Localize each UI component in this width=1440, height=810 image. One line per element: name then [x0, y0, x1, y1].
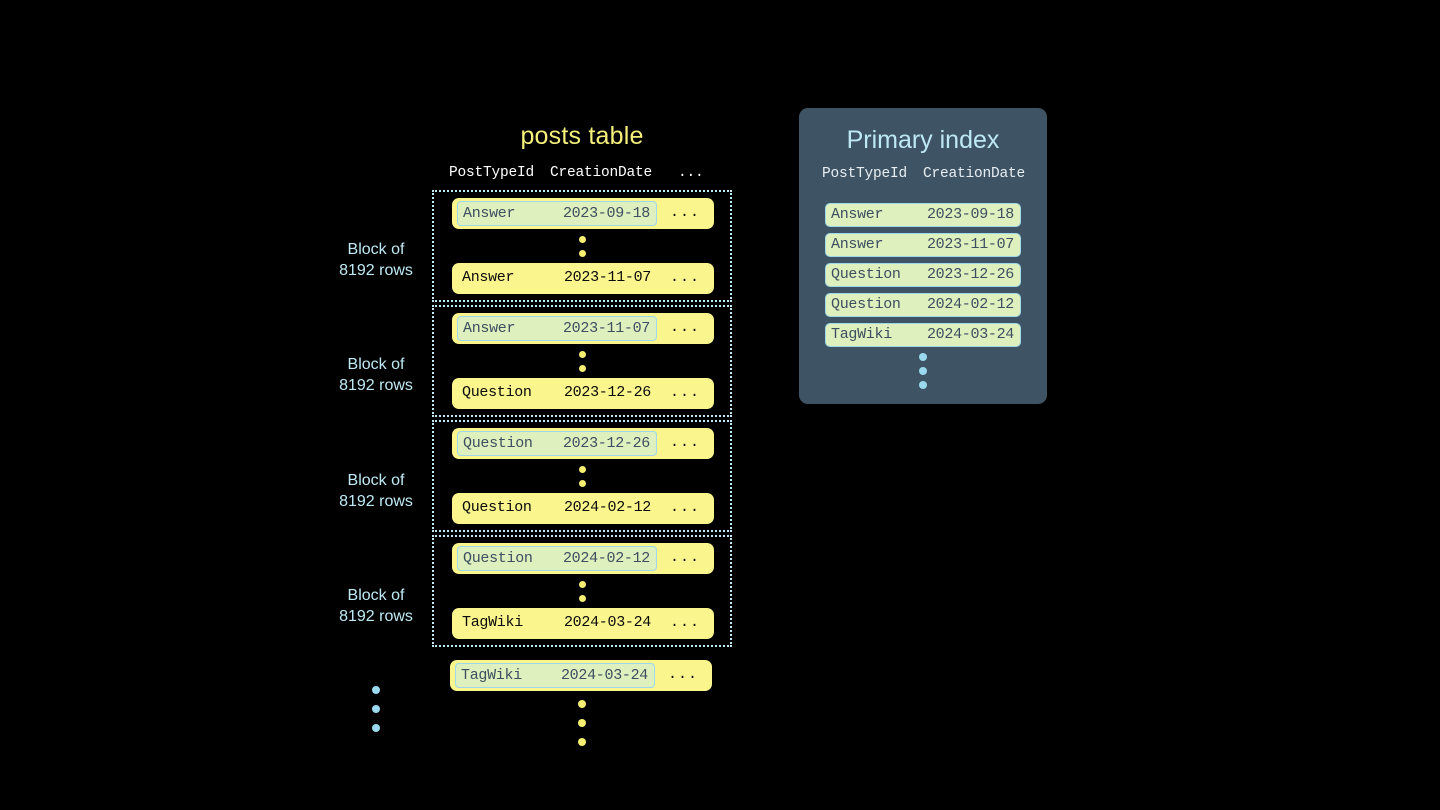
block-3-first-row: Question 2023-12-26 ... — [452, 428, 714, 459]
blocks-vertical-ellipsis-icon — [369, 686, 383, 732]
block-1-first-row: Answer 2023-09-18 ... — [452, 198, 714, 229]
trailing-row: TagWiki 2024-03-24 ... — [450, 660, 712, 691]
primary-index-row-5-posttypeid: TagWiki — [831, 326, 892, 343]
block-label-3-line1: Block of — [347, 472, 405, 489]
posts-table-title: posts table — [520, 122, 644, 150]
primary-index-row-4-creationdate: 2024-02-12 — [926, 296, 1014, 313]
block-1-first-row-mark: Answer 2023-09-18 — [457, 201, 657, 226]
posts-table-blocks: Answer 2023-09-18 ... Answer 2023-11-07 … — [432, 190, 732, 650]
trailing-row-mark: TagWiki 2024-03-24 — [455, 663, 655, 688]
block-4: Question 2024-02-12 ... TagWiki 2024-03-… — [432, 535, 732, 647]
block-label-4-line2: 8192 rows — [339, 608, 413, 625]
block-1: Answer 2023-09-18 ... Answer 2023-11-07 … — [432, 190, 732, 302]
block-label-2-line1: Block of — [347, 356, 405, 373]
block-3-last-row-ellipsis: ... — [670, 499, 701, 516]
primary-index-row-5-creationdate: 2024-03-24 — [926, 326, 1014, 343]
block-2: Answer 2023-11-07 ... Question 2023-12-2… — [432, 305, 732, 417]
block-2-first-row: Answer 2023-11-07 ... — [452, 313, 714, 344]
block-3: Question 2023-12-26 ... Question 2024-02… — [432, 420, 732, 532]
block-4-first-row-ellipsis: ... — [670, 549, 701, 566]
block-4-last-row-creationdate: 2024-03-24 — [563, 614, 651, 631]
block-2-last-row: Question 2023-12-26 ... — [452, 378, 714, 409]
primary-index-row-4-posttypeid: Question — [831, 296, 901, 313]
primary-index-row-3-posttypeid: Question — [831, 266, 901, 283]
block-2-first-row-creationdate: 2023-11-07 — [562, 320, 650, 337]
block-label-4: Block of 8192 rows — [306, 585, 446, 627]
primary-index-row-2-creationdate: 2023-11-07 — [926, 236, 1014, 253]
primary-index-row-2-posttypeid: Answer — [831, 236, 884, 253]
block-2-last-row-posttypeid: Question — [462, 384, 532, 401]
primary-index-row-1-posttypeid: Answer — [831, 206, 884, 223]
block-3-last-row-cells: Question 2024-02-12 — [457, 496, 657, 521]
block-3-first-row-posttypeid: Question — [463, 435, 533, 452]
posts-table-column-headers: PostTypeId CreationDate ... — [432, 165, 732, 185]
primary-index-row: Answer 2023-11-07 — [825, 233, 1021, 257]
primary-index-title: Primary index — [846, 126, 1000, 154]
primary-index-panel: Primary index PostTypeId CreationDate An… — [799, 108, 1047, 404]
trailing-row-creationdate: 2024-03-24 — [560, 667, 648, 684]
primary-index-column-header-creationdate: CreationDate — [923, 166, 1026, 182]
trailing-row-posttypeid: TagWiki — [461, 667, 522, 684]
posts-table-vertical-ellipsis-icon — [575, 700, 589, 746]
block-2-last-row-ellipsis: ... — [670, 384, 701, 401]
block-4-last-row-cells: TagWiki 2024-03-24 — [457, 611, 657, 636]
block-label-2: Block of 8192 rows — [306, 354, 446, 396]
primary-index-column-header-posttypeid: PostTypeId — [822, 166, 908, 182]
block-1-first-row-creationdate: 2023-09-18 — [562, 205, 650, 222]
block-4-last-row-ellipsis: ... — [670, 614, 701, 631]
block-4-first-row-mark: Question 2024-02-12 — [457, 546, 657, 571]
block-4-first-row: Question 2024-02-12 ... — [452, 543, 714, 574]
block-1-last-row-cells: Answer 2023-11-07 — [457, 266, 657, 291]
block-2-last-row-creationdate: 2023-12-26 — [563, 384, 651, 401]
column-header-posttypeid: PostTypeId — [449, 165, 535, 181]
block-4-last-row-posttypeid: TagWiki — [462, 614, 523, 631]
block-3-first-row-creationdate: 2023-12-26 — [562, 435, 650, 452]
primary-index-rows: Answer 2023-09-18 Answer 2023-11-07 Ques… — [825, 203, 1021, 353]
block-1-last-row: Answer 2023-11-07 ... — [452, 263, 714, 294]
block-1-last-row-posttypeid: Answer — [462, 269, 515, 286]
block-label-2-line2: 8192 rows — [339, 377, 413, 394]
block-label-1: Block of 8192 rows — [306, 239, 446, 281]
block-3-last-row-creationdate: 2024-02-12 — [563, 499, 651, 516]
primary-index-row: Question 2023-12-26 — [825, 263, 1021, 287]
block-4-first-row-posttypeid: Question — [463, 550, 533, 567]
primary-index-vertical-ellipsis-icon — [799, 353, 1047, 389]
block-label-1-line2: 8192 rows — [339, 262, 413, 279]
column-header-ellipsis: ... — [678, 165, 704, 181]
primary-index-row-3-creationdate: 2023-12-26 — [926, 266, 1014, 283]
primary-index-row: Question 2024-02-12 — [825, 293, 1021, 317]
primary-index-row-1-creationdate: 2023-09-18 — [926, 206, 1014, 223]
block-label-4-line1: Block of — [347, 587, 405, 604]
block-4-last-row: TagWiki 2024-03-24 ... — [452, 608, 714, 639]
block-1-last-row-creationdate: 2023-11-07 — [563, 269, 651, 286]
column-header-creationdate: CreationDate — [550, 165, 653, 181]
block-2-first-row-posttypeid: Answer — [463, 320, 516, 337]
primary-index-row: TagWiki 2024-03-24 — [825, 323, 1021, 347]
block-1-first-row-ellipsis: ... — [670, 204, 701, 221]
block-3-first-row-mark: Question 2023-12-26 — [457, 431, 657, 456]
block-3-last-row-posttypeid: Question — [462, 499, 532, 516]
block-1-last-row-ellipsis: ... — [670, 269, 701, 286]
block-label-1-line1: Block of — [347, 241, 405, 258]
block-label-3-line2: 8192 rows — [339, 493, 413, 510]
trailing-row-ellipsis: ... — [668, 666, 699, 683]
block-2-first-row-ellipsis: ... — [670, 319, 701, 336]
block-2-first-row-mark: Answer 2023-11-07 — [457, 316, 657, 341]
block-2-last-row-cells: Question 2023-12-26 — [457, 381, 657, 406]
block-label-3: Block of 8192 rows — [306, 470, 446, 512]
block-3-first-row-ellipsis: ... — [670, 434, 701, 451]
block-4-first-row-creationdate: 2024-02-12 — [562, 550, 650, 567]
primary-index-row: Answer 2023-09-18 — [825, 203, 1021, 227]
primary-index-column-headers: PostTypeId CreationDate — [799, 166, 1047, 186]
block-1-first-row-posttypeid: Answer — [463, 205, 516, 222]
block-3-last-row: Question 2024-02-12 ... — [452, 493, 714, 524]
